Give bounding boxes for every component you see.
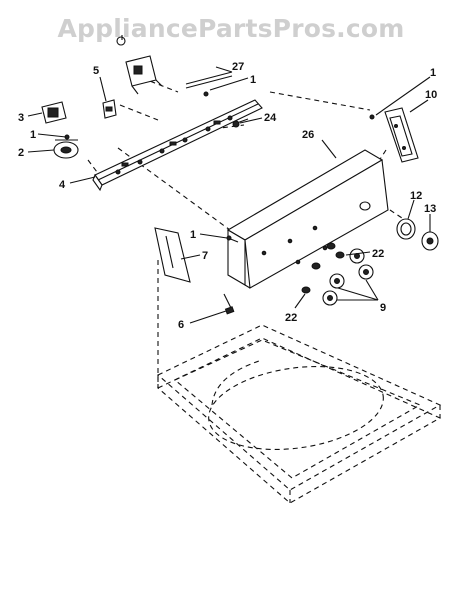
callout-22: 22 — [285, 312, 297, 324]
callout-27: 27 — [232, 61, 244, 73]
rod-part-27 — [185, 71, 233, 89]
callout-1: 1 — [190, 229, 196, 241]
callout-1: 1 — [30, 129, 36, 141]
callout-3: 3 — [18, 112, 24, 124]
watermark-text: AppliancePartsPros.com — [57, 14, 405, 43]
callout-22: 22 — [372, 248, 384, 260]
screws-part-1 — [64, 91, 375, 243]
callout-5: 5 — [93, 65, 99, 77]
switch-part-3 — [41, 101, 67, 124]
callout-26: 26 — [302, 129, 314, 141]
callout-1: 1 — [250, 74, 256, 86]
console-panel-26 — [226, 149, 389, 289]
top-bracket — [116, 36, 163, 95]
callout-labels: 27 1 5 3 1 2 4 24 26 1 10 12 13 1 7 22 9… — [18, 61, 437, 331]
clip-part-6 — [223, 293, 235, 315]
connector-part-5 — [102, 99, 117, 119]
cabinet-top — [157, 324, 442, 504]
callout-10: 10 — [425, 89, 437, 101]
side-panel-part-7 — [154, 227, 191, 283]
callout-1: 1 — [430, 67, 436, 79]
control-panel-rail — [92, 99, 263, 192]
knob-part-12 — [396, 218, 416, 240]
callout-24: 24 — [264, 112, 277, 124]
timer-part-2 — [53, 139, 79, 159]
cap-part-13 — [421, 231, 439, 251]
spacers-part-22 — [301, 242, 345, 294]
bracket-part-10 — [384, 107, 419, 163]
callout-13: 13 — [424, 203, 436, 215]
leader-lines — [27, 35, 431, 324]
screw-part-24 — [232, 118, 249, 128]
callout-9: 9 — [380, 302, 386, 314]
callout-6: 6 — [178, 319, 184, 331]
callout-4: 4 — [59, 179, 66, 191]
callout-2: 2 — [18, 147, 24, 159]
callout-7: 7 — [202, 250, 208, 262]
callout-12: 12 — [410, 190, 422, 202]
